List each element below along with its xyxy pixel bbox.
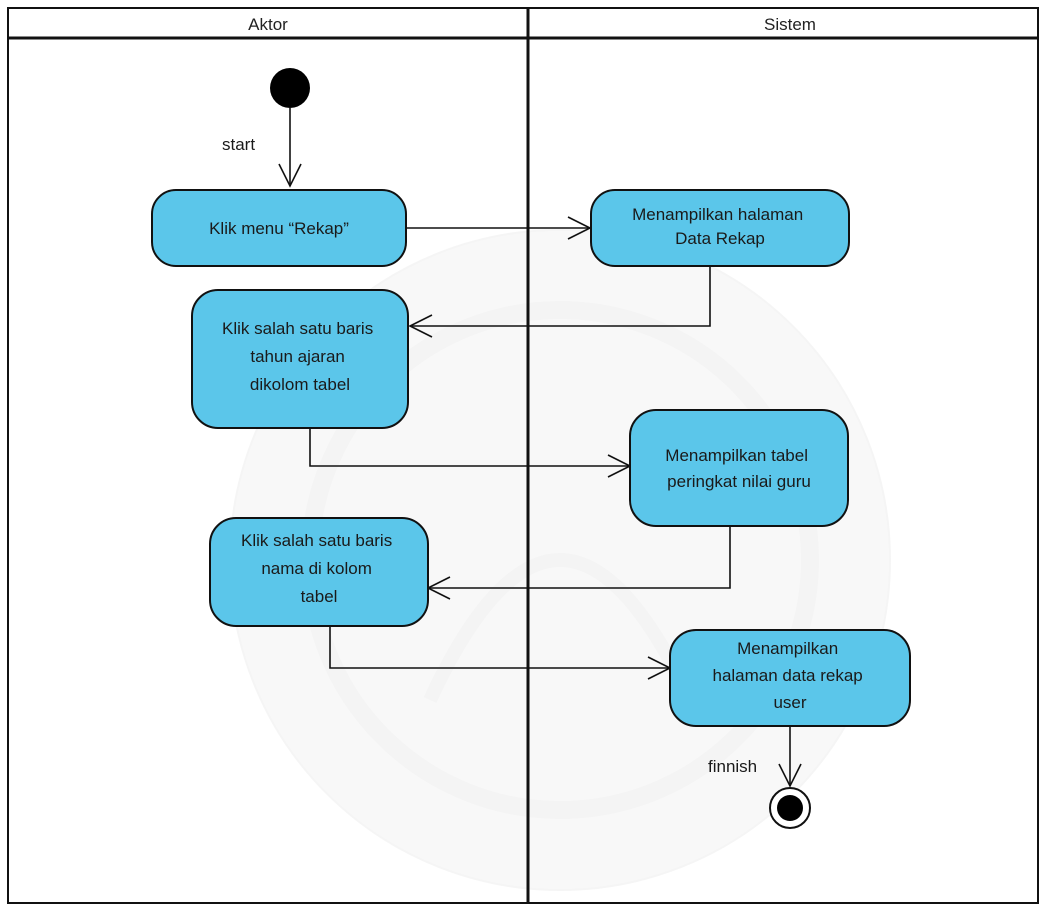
flow-label-finish: finnish (708, 757, 757, 776)
svg-text:Menampilkan halaman Data: Menampilkan halaman Data Rekap (632, 205, 808, 248)
action-text-line: Klik menu “Rekap” (209, 219, 349, 238)
flow-klik-tahun-to-peringkat (309, 428, 630, 467)
action-klik-rekap: Klik menu “Rekap” (151, 189, 407, 267)
action-text-line: halaman data rekap (712, 666, 862, 685)
svg-text:Klik salah satu baris ta: Klik salah satu baris tahun ajaran dikol… (222, 319, 378, 394)
svg-text:Klik salah satu baris na: Klik salah satu baris nama di kolom tabe… (241, 531, 397, 606)
action-text-line: dikolom tabel (250, 375, 350, 394)
action-text-line: Data Rekap (675, 229, 765, 248)
action-text-line: Klik salah satu baris (222, 319, 373, 338)
svg-text:Menampilkan halaman data: Menampilkan halaman data rekap user (712, 639, 867, 712)
arrowhead-icon (278, 163, 302, 188)
arrowhead-icon (778, 763, 802, 788)
lane-title-actor: Aktor (248, 15, 288, 34)
initial-node (270, 68, 310, 108)
svg-text:Menampilkan tabel pering: Menampilkan tabel peringkat nilai guru (665, 446, 812, 491)
flow-edges (278, 108, 802, 788)
arrowhead-icon (408, 314, 433, 338)
action-tampil-peringkat: Menampilkan tabel peringkat nilai guru (629, 409, 849, 527)
svg-text:Klik menu “Rekap”: Klik menu “Rekap” (209, 219, 349, 238)
lane-title-system: Sistem (764, 15, 816, 34)
flow-label-start: start (222, 135, 255, 154)
action-text-line: Klik salah satu baris (241, 531, 392, 550)
action-text-line: user (773, 693, 806, 712)
final-node (769, 787, 811, 829)
action-tampil-data-rekap: Menampilkan halaman Data Rekap (590, 189, 850, 267)
action-text-line: Menampilkan tabel (665, 446, 808, 465)
action-klik-nama: Klik salah satu baris nama di kolom tabe… (209, 517, 429, 627)
action-text-line: Menampilkan halaman (632, 205, 803, 224)
swimlane-frame (7, 7, 1039, 904)
action-klik-tahun: Klik salah satu baris tahun ajaran dikol… (191, 289, 409, 429)
flow-peringkat-to-klik-nama (428, 526, 731, 589)
action-text-line: Menampilkan (737, 639, 838, 658)
flow-klik-nama-to-rekap-user (329, 626, 670, 669)
action-tampil-rekap-user: Menampilkan halaman data rekap user (669, 629, 911, 727)
action-text-line: nama di kolom (261, 559, 372, 578)
flow-data-rekap-to-klik-tahun (410, 266, 711, 327)
action-text-line: tahun ajaran (250, 347, 345, 366)
action-text-line: peringkat nilai guru (667, 472, 811, 491)
action-text-line: tabel (301, 587, 338, 606)
